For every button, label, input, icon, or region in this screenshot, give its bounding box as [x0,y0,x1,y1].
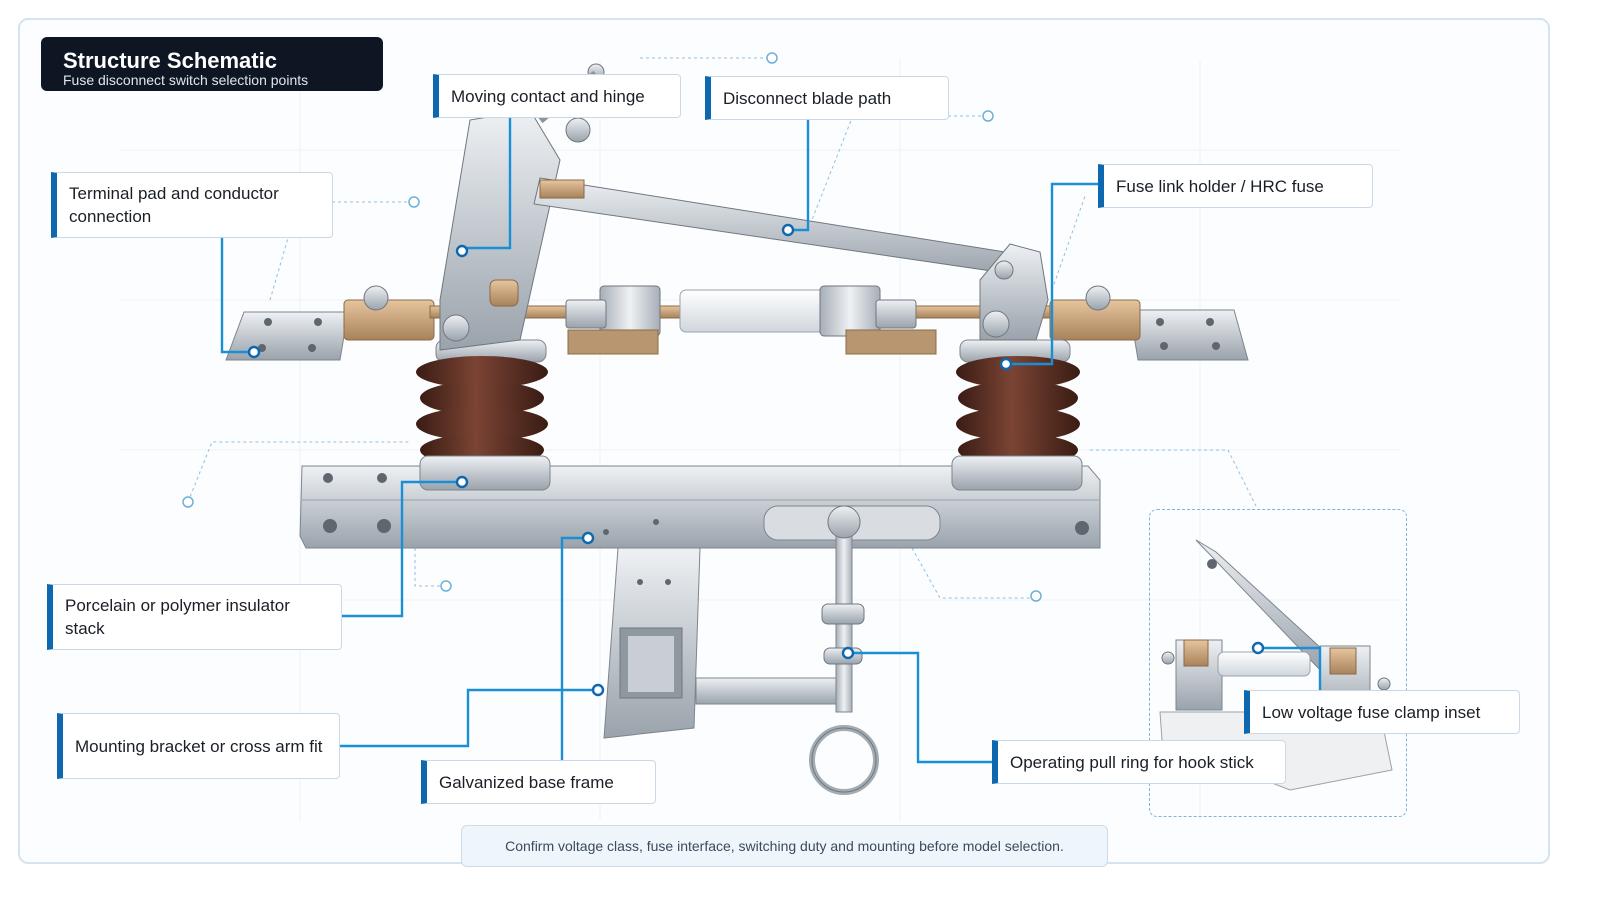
callout-lv-clamp: Low voltage fuse clamp inset [1244,690,1520,734]
inset-panel [1149,509,1407,817]
callout-fuse-holder: Fuse link holder / HRC fuse [1098,164,1373,208]
left-insulator-stack [416,339,551,491]
diagram-title: Structure Schematic [63,48,277,73]
right-contact-jaw [979,243,1049,341]
guide-end-dots [182,52,1042,602]
selection-note: Confirm voltage class, fuse interface, s… [461,825,1108,867]
mounting-bracket [603,547,847,739]
title-panel: Structure Schematic Fuse disconnect swit… [41,37,383,91]
callout-pull-ring: Operating pull ring for hook stick [992,740,1286,784]
diagram-subtitle: Fuse disconnect switch selection points [63,72,309,88]
right-insulator-stack [951,339,1083,491]
leader-anchor-dots [247,223,1265,697]
disconnect-blade [533,177,1031,277]
callout-blade-path: Disconnect blade path [705,76,949,120]
operating-rod-and-pull-ring [809,505,879,795]
hrc-fuse-link [565,285,937,355]
callout-base-frame: Galvanized base frame [421,760,656,804]
leader-lines [220,118,1322,782]
callout-terminal-pad: Terminal pad and conductor connection [51,172,333,238]
callout-insulator: Porcelain or polymer insulator stack [47,584,342,650]
dashed-guides [187,57,1257,599]
callout-mounting-bracket: Mounting bracket or cross arm fit [57,713,340,779]
callout-moving-contact: Moving contact and hinge [433,74,681,118]
right-terminal-pad [1129,309,1249,361]
